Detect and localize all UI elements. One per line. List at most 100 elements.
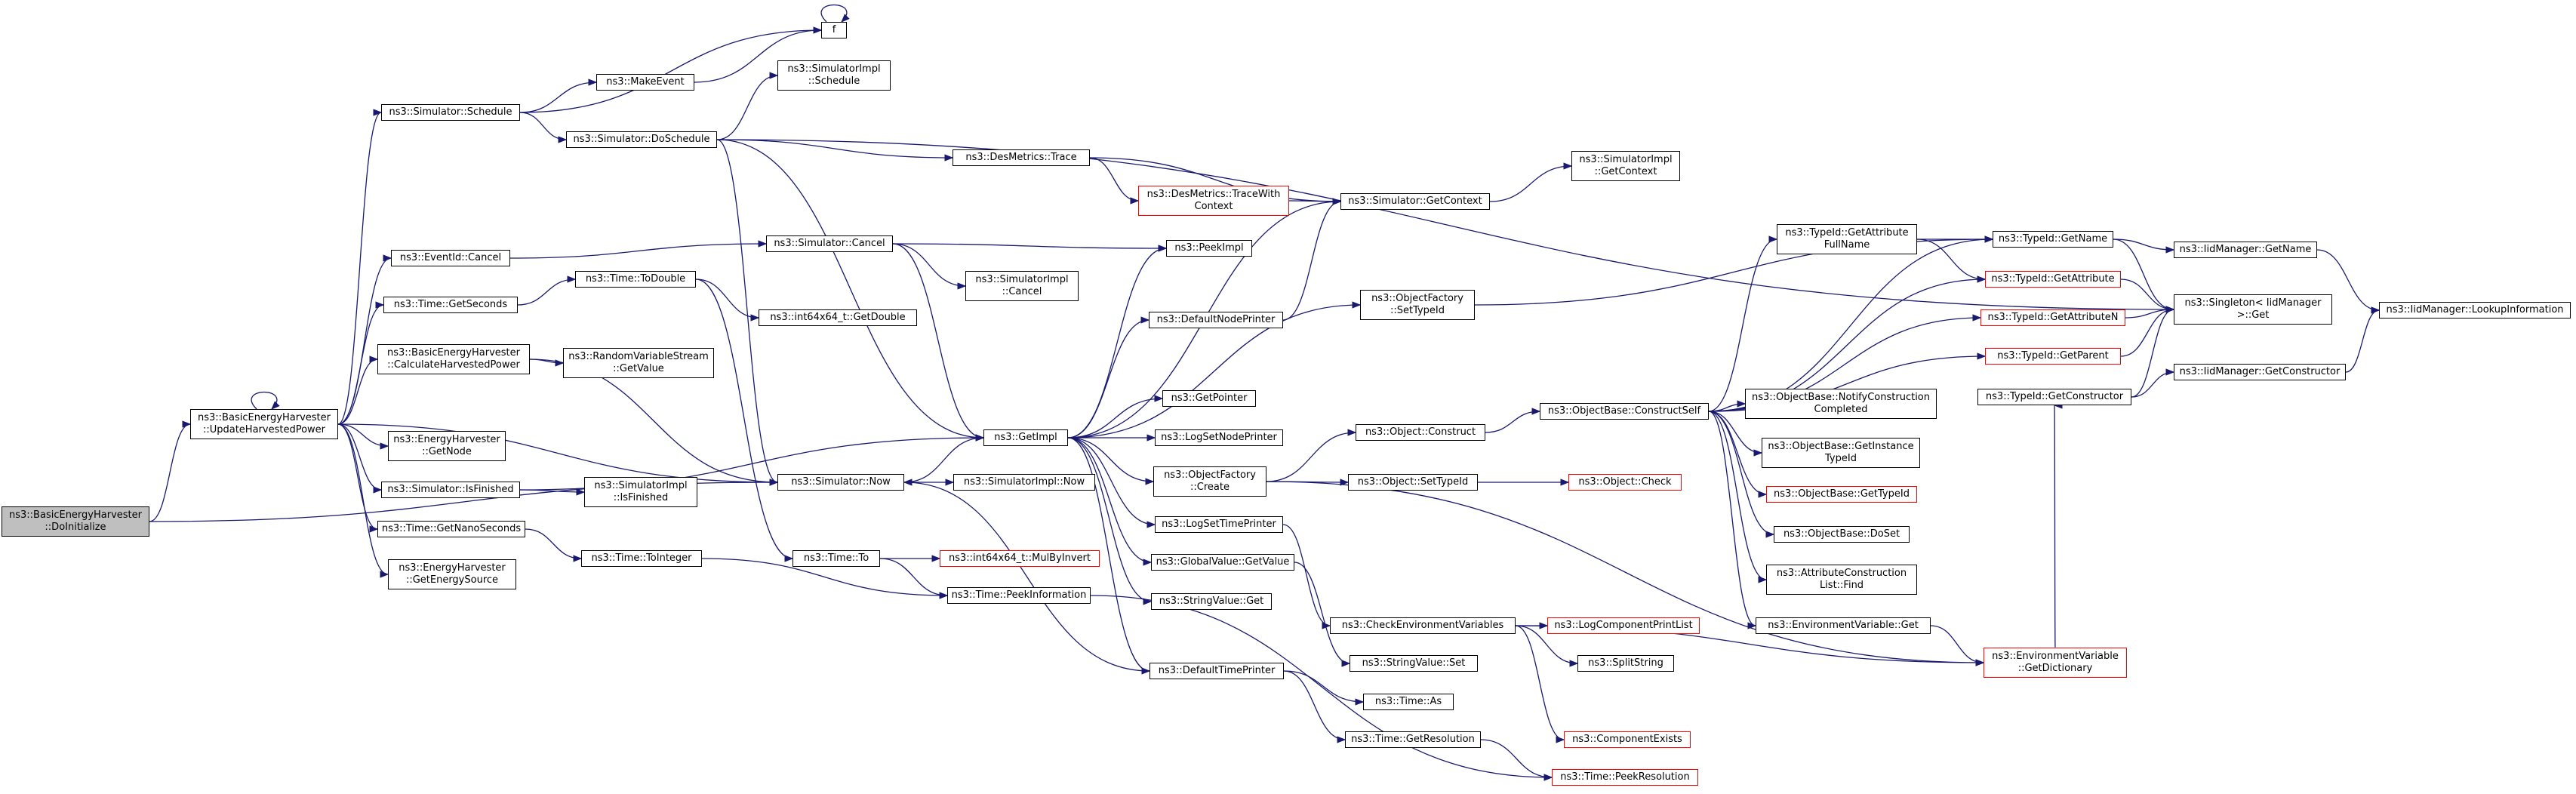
graph-node[interactable]: ns3::Simulator::Cancel [766,235,893,252]
graph-node[interactable]: ns3::TypeId::GetAttribute [1985,271,2121,288]
call-edge-n_dmtrace-to-n_getctx [1089,157,1342,205]
graph-node[interactable]: ns3::LogSetTimePrinter [1155,516,1283,533]
graph-node[interactable]: ns3::TypeId::GetAttribute FullName [1777,224,1917,254]
call-edge-n_getimpl-to-n_getptr [1067,395,1164,439]
graph-node[interactable]: ns3::ObjectBase::NotifyConstruction Comp… [1745,389,1937,419]
graph-node[interactable]: ns3::BasicEnergyHarvester ::CalculateHar… [377,344,530,374]
graph-node[interactable]: ns3::StringValue::Get [1151,593,1272,610]
graph-node[interactable]: ns3::SimulatorImpl ::IsFinished [584,477,697,507]
graph-node[interactable]: ns3::Simulator::IsFinished [381,482,520,498]
graph-node[interactable]: ns3::ObjectBase::DoSet [1774,526,1910,543]
graph-node[interactable]: ns3::IidManager::GetName [2174,242,2317,258]
graph-node[interactable]: ns3::int64x64_t::GetDouble [759,309,917,326]
call-edge-n_makeev-to-n_f [694,26,823,83]
graph-node[interactable]: f [821,22,847,38]
graph-node-root[interactable]: ns3::BasicEnergyHarvester ::DoInitialize [2,506,149,537]
graph-node[interactable]: ns3::EventId::Cancel [391,250,510,266]
graph-node[interactable]: ns3::int64x64_t::MulByInvert [940,550,1100,567]
call-edge-n_todouble-to-n_getdouble [695,279,760,322]
graph-node[interactable]: ns3::PeekImpl [1166,240,1252,257]
call-edge-n_tidgetname-to-n_iidgetname [2113,239,2175,254]
graph-node[interactable]: ns3::SimulatorImpl ::GetContext [1571,151,1680,181]
graph-node[interactable]: ns3::EnergyHarvester ::GetEnergySource [388,559,516,589]
call-edge-n_update-to-n_isfin [337,423,383,494]
graph-node[interactable]: ns3::StringValue::Set [1350,655,1478,672]
graph-node[interactable]: ns3::Time::GetNanoSeconds [377,521,525,537]
graph-node[interactable]: ns3::GlobalValue::GetValue [1151,554,1294,571]
graph-node[interactable]: ns3::AttributeConstruction List::Find [1766,565,1917,595]
call-edge-n_iidgetctor-to-n_iidlookup [2345,306,2381,373]
call-edge-n_iidgetname-to-n_iidlookup [2316,249,2381,314]
graph-node[interactable]: ns3::TypeId::GetConstructor [1977,389,2131,405]
graph-node[interactable]: ns3::ObjectFactory ::SetTypeId [1360,290,1475,320]
graph-node[interactable]: ns3::MakeEvent [596,74,694,91]
graph-node[interactable]: ns3::Time::To [792,550,880,567]
graph-node[interactable]: ns3::ObjectBase::GetInstance TypeId [1762,438,1920,468]
graph-node[interactable]: ns3::Time::PeekInformation [947,587,1091,604]
graph-node[interactable]: ns3::Time::GetResolution [1345,731,1481,748]
graph-node[interactable]: ns3::DesMetrics::TraceWith Context [1138,186,1289,216]
call-edge-n_dosched-to-n_getimpl [716,139,985,442]
call-edge-root-to-n_update [149,420,192,522]
graph-node[interactable]: ns3::EnvironmentVariable::Get [1756,617,1931,634]
call-edge-n_tidgetname-to-n_singleton [2113,239,2175,313]
graph-node[interactable]: ns3::ObjectBase::ConstructSelf [1540,403,1709,420]
call-edge-n_obconstructself-to-n_obdoset [1708,411,1775,538]
call-edge-n_update-to-n_ehsrc [337,423,389,578]
graph-node[interactable]: ns3::DefaultTimePrinter [1150,663,1284,679]
graph-node[interactable]: ns3::TypeId::GetParent [1985,348,2121,365]
graph-node[interactable]: ns3::LogComponentPrintList [1547,617,1700,634]
graph-node[interactable]: ns3::Time::ToInteger [581,550,702,567]
call-edge-n_tidgetctor-to-n_singleton [2131,306,2175,398]
graph-node[interactable]: ns3::Simulator::Schedule [381,104,520,121]
graph-node[interactable]: ns3::CheckEnvironmentVariables [1330,617,1516,634]
call-edge-n_deftimepr-to-n_now [903,479,1150,672]
graph-node[interactable]: ns3::ObjectBase::GetTypeId [1766,486,1917,503]
call-edge-n_getimpl-to-n_defnodepr [1067,316,1150,439]
graph-node[interactable]: ns3::ComponentExists [1564,731,1691,748]
call-edge-n_checkenv-to-n_splitstr [1515,625,1579,667]
graph-node[interactable]: ns3::LogSetNodePrinter [1155,429,1283,446]
graph-node[interactable]: ns3::DesMetrics::Trace [953,149,1090,166]
graph-node[interactable]: ns3::Singleton< IidManager >::Get [2174,294,2332,325]
call-edge-n_obconstructself-to-n_obgetinst [1708,411,1763,457]
graph-node[interactable]: ns3::IidManager::LookupInformation [2379,302,2571,319]
graph-node[interactable]: ns3::ObjectFactory ::Create [1153,466,1266,497]
call-edge-n_getimpl-to-n_ofcreate [1067,437,1155,485]
call-edge-n_getimpl-to-n_gvget [1067,437,1153,566]
graph-node[interactable]: ns3::EnergyHarvester ::GetNode [388,431,506,461]
call-edge-n_sched-to-n_f [519,26,823,113]
graph-node[interactable]: ns3::EnvironmentVariable ::GetDictionary [1984,648,2127,678]
graph-node[interactable]: ns3::Simulator::DoSchedule [566,131,717,148]
graph-node[interactable]: ns3::SplitString [1577,655,1674,672]
graph-node[interactable]: ns3::TypeId::GetName [1993,231,2113,248]
call-edge-n_deftimepr-to-n_timeas [1283,670,1365,706]
graph-node[interactable]: ns3::Simulator::GetContext [1340,193,1490,210]
graph-node[interactable]: ns3::BasicEnergyHarvester ::UpdateHarves… [190,409,338,439]
graph-node[interactable]: ns3::RandomVariableStream ::GetValue [563,348,714,378]
graph-node[interactable]: ns3::Time::GetSeconds [383,297,518,313]
graph-node[interactable]: ns3::Object::Check [1568,474,1682,491]
graph-node[interactable]: ns3::SimulatorImpl::Now [953,474,1095,491]
graph-node[interactable]: ns3::GetImpl [983,429,1068,446]
graph-node[interactable]: ns3::Time::ToDouble [575,271,696,288]
call-edge-n_getsec-to-n_todouble [517,275,577,306]
graph-node[interactable]: ns3::TypeId::GetAttributeN [1980,309,2125,326]
call-edge-n_update-to-n_getsec [337,301,385,425]
graph-node[interactable]: ns3::GetPointer [1162,390,1256,407]
graph-node[interactable]: ns3::SimulatorImpl ::Schedule [777,60,891,91]
graph-node[interactable]: ns3::Time::PeekResolution [1552,769,1698,786]
graph-node[interactable]: ns3::Simulator::Now [777,474,904,491]
call-edge-n_gvget-to-n_svset [1294,562,1351,667]
call-edge-n_f-to-n_f [820,4,850,23]
graph-node[interactable]: ns3::SimulatorImpl ::Cancel [965,271,1079,301]
graph-node[interactable]: ns3::Time::As [1363,694,1454,710]
call-edge-n_dosched-to-n_siSched [716,72,779,140]
graph-node[interactable]: ns3::Object::SetTypeId [1348,474,1478,491]
call-edge-n_dosched-to-n_dmtrace [716,139,954,162]
graph-node[interactable]: ns3::DefaultNodePrinter [1149,312,1283,328]
call-edge-n_getimpl-to-n_deftimepr [1067,437,1151,675]
graph-node[interactable]: ns3::Object::Construct [1356,424,1485,441]
graph-node[interactable]: ns3::IidManager::GetConstructor [2174,364,2346,380]
call-edge-n_logtimepr-to-n_checkenv [1282,524,1331,629]
